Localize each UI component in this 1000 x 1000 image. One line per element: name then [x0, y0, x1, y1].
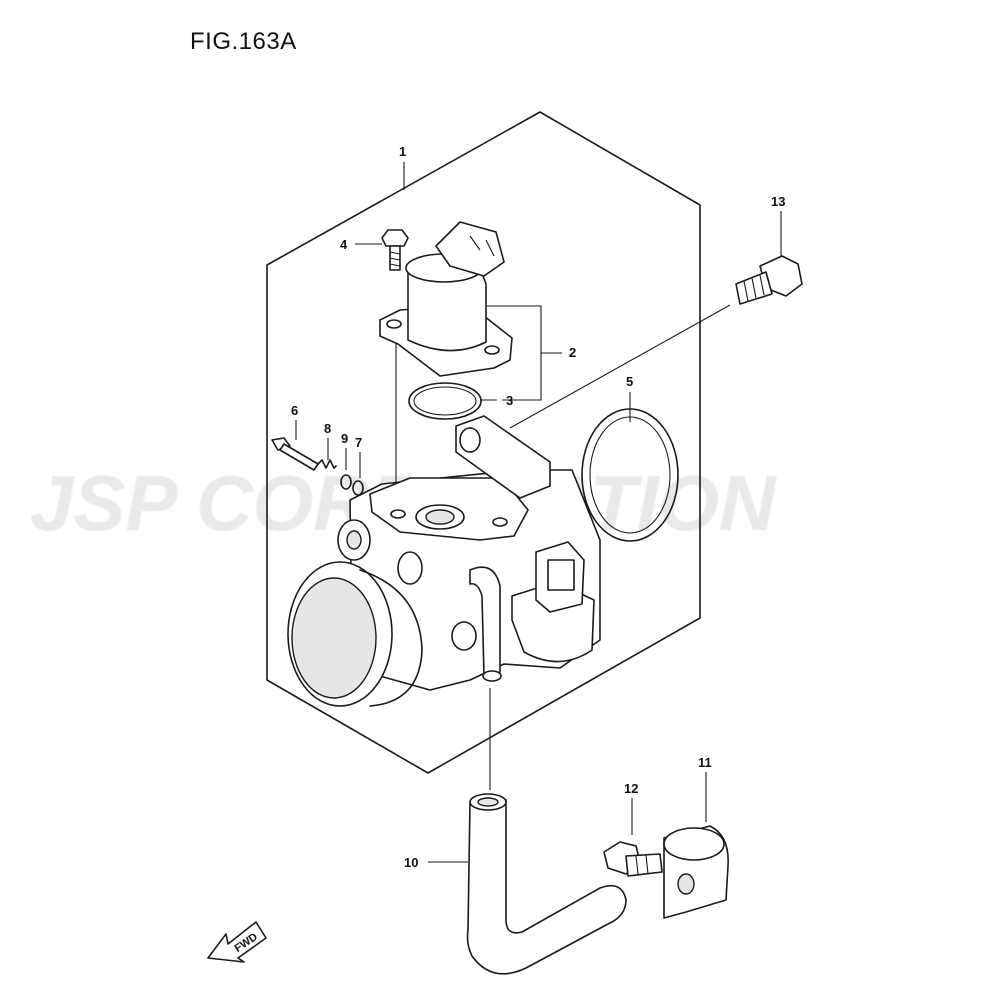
hose-10 — [466, 793, 627, 975]
callout-1: 1 — [399, 144, 406, 159]
callout-9: 9 — [341, 431, 348, 446]
gasket-5 — [581, 408, 679, 542]
washer-9 — [340, 474, 352, 490]
assembly-1-outline — [266, 111, 701, 774]
callout-5: 5 — [626, 374, 633, 389]
clamp-11 — [663, 825, 729, 919]
callout-8: 8 — [324, 421, 331, 436]
callout-11: 11 — [698, 755, 712, 770]
callout-12: 12 — [624, 781, 638, 796]
callout-4: 4 — [340, 237, 348, 252]
callout-2: 2 — [569, 345, 576, 360]
callout-6: 6 — [291, 403, 298, 418]
o-ring-7 — [352, 480, 364, 496]
callout-10: 10 — [404, 855, 418, 870]
leader-lines — [295, 162, 782, 863]
callout-labels: 1 2 3 4 5 6 7 8 9 10 11 12 13 — [291, 144, 785, 870]
callout-7: 7 — [355, 435, 362, 450]
fwd-arrow: FWD — [207, 921, 267, 963]
callout-13: 13 — [771, 194, 785, 209]
bolt-13 — [735, 255, 803, 305]
adjusting-screw-6 — [271, 437, 319, 471]
sensor-2 — [379, 221, 513, 377]
bolt-12 — [603, 841, 663, 877]
callout-3: 3 — [506, 393, 513, 408]
throttle-body-1 — [287, 415, 601, 707]
spring-8 — [317, 459, 337, 469]
figure-title: FIG.163A — [190, 28, 297, 55]
screw-4 — [381, 229, 409, 271]
o-ring-3 — [408, 382, 482, 420]
